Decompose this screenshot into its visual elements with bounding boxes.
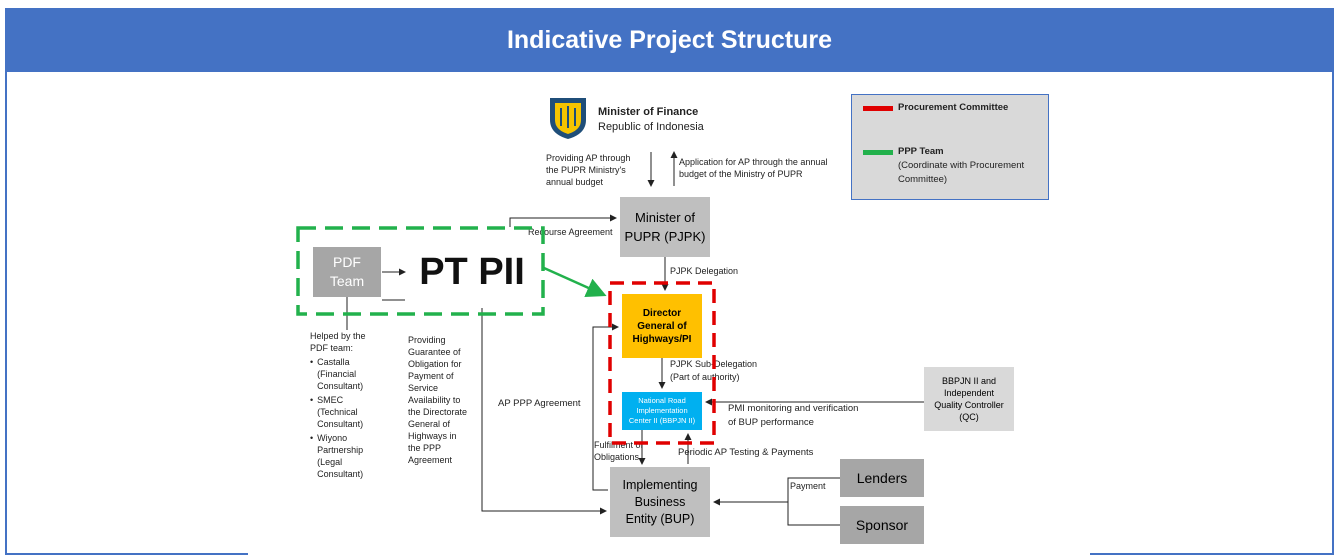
list-item: • Wiyono Partnership (Legal Consultant) [310,433,364,479]
bup-box: Implementing Business Entity (BUP) [610,467,710,537]
ministry-of-finance-logo-icon [546,94,590,140]
legend-ppp-note: (Coordinate with Procurement Committee) [898,160,1025,185]
page-title: Indicative Project Structure [5,8,1334,72]
structure-diagram: Minister of Finance Republic of Indonesi… [248,72,1090,555]
list-item: • SMEC (Technical Consultant) [310,395,364,429]
pjpk-sub-delegation-label: PJPK Sub-Delegation (Part of authority) [670,359,758,382]
payment-label: Payment [790,481,826,491]
recourse-agreement-label: Recourse Agreement [528,225,613,239]
list-item: • Castalla (Financial Consultant) [310,357,364,391]
guarantee-note: Providing Guarantee of Obligation for Pa… [408,335,468,465]
legend-ppp-swatch [863,150,893,155]
bbpjn-qc-box: BBPJN II and Independent Quality Control… [924,367,1014,431]
sponsor-box: Sponsor [840,506,924,544]
pjpk-delegation-label: PJPK Delegation [670,266,739,276]
pt-pii-label: PT PII [419,250,525,293]
legend-procurement-label: Procurement Committee [898,102,1009,113]
legend: Procurement Committee PPP Team (Coordina… [851,94,1049,200]
legend-ppp-label: PPP Team [898,146,944,157]
minister-pupr-box: Minister of PUPR (PJPK) [620,197,710,257]
periodic-ap-label: Periodic AP Testing & Payments [678,447,814,458]
pmi-monitoring-label: PMI monitoring and verification of BUP p… [728,403,859,428]
pdf-team-box: PDF Team [313,247,381,297]
legend-procurement-swatch [863,106,893,111]
fulfilment-label: Fulfilment of Obligations [594,440,644,462]
minister-of-finance-country: Republic of Indonesia [598,121,704,133]
director-general-box: Director General of Highways/PI [622,294,702,358]
helped-by-label: Helped by the PDF team: [310,331,366,353]
application-ap-note: Application for AP through the annual bu… [679,157,828,179]
national-road-center-box: National Road Implementation Center II (… [622,392,702,430]
connector-lines [296,151,924,526]
ap-ppp-agreement-label: AP PPP Agreement [498,398,581,409]
providing-ap-note: Providing AP through the PUPR Ministry's… [546,153,631,187]
consultant-list: • Castalla (Financial Consultant) • SMEC… [310,356,382,480]
lenders-box: Lenders [840,459,924,497]
minister-of-finance-name: Minister of Finance [598,106,699,118]
